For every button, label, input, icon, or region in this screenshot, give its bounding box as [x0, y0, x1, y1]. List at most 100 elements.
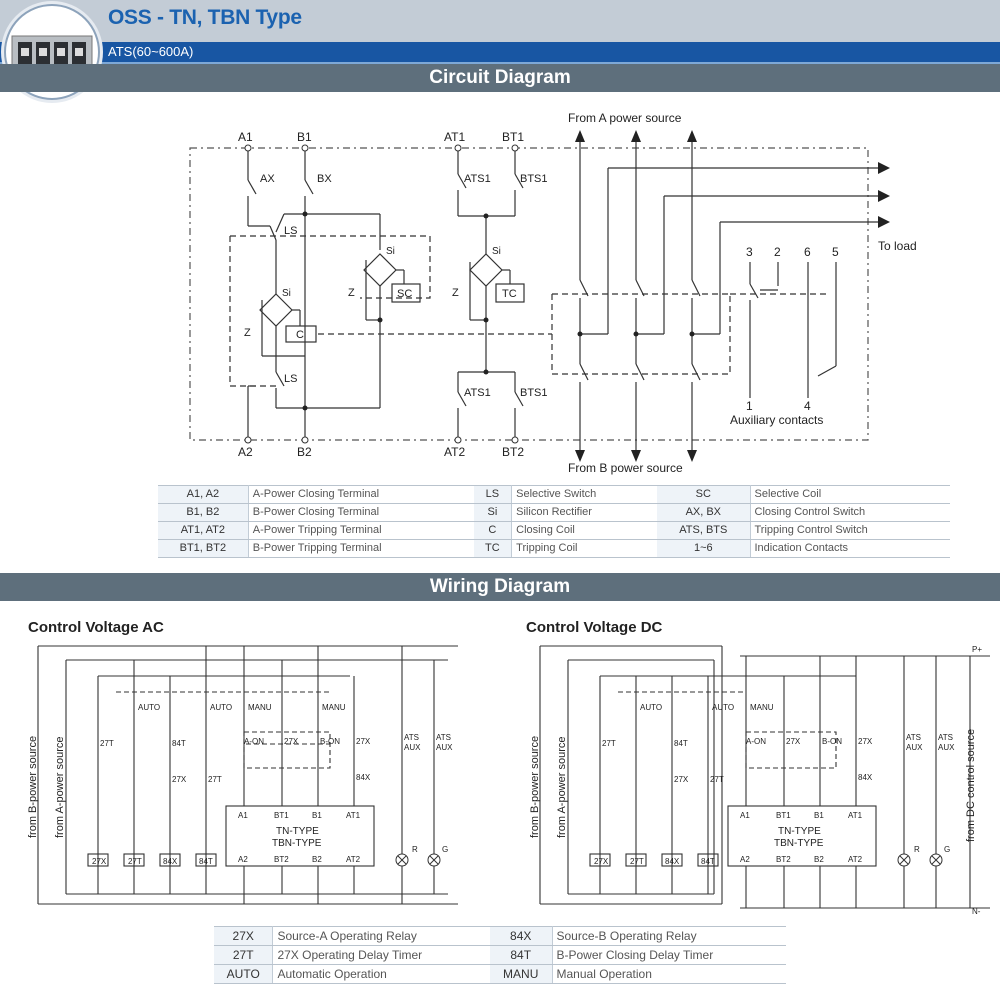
- ac-title: Control Voltage AC: [28, 619, 164, 636]
- switch-ats1-upper: ATS1: [464, 173, 491, 185]
- ac-lamp-r: R: [412, 845, 418, 854]
- dc-box-at1: AT1: [848, 811, 863, 820]
- legend-code: 84X: [489, 926, 553, 946]
- header-divider: [0, 62, 1000, 65]
- dc-n-minus: N-: [972, 907, 981, 916]
- dc-relay-84t: 84T: [701, 857, 715, 866]
- dc-84x: 84X: [858, 773, 873, 782]
- ac-ats-1: ATS: [404, 733, 419, 742]
- legend-description: Source-B Operating Relay: [552, 926, 786, 946]
- dc-relay-84x: 84X: [665, 857, 680, 866]
- dc-box-b2: B2: [814, 855, 824, 864]
- rectifier-si-sc: Si: [386, 246, 395, 257]
- ac-27x-contact: 27X: [172, 775, 187, 784]
- dc-manu: MANU: [750, 703, 774, 712]
- legend-description: Silicon Rectifier: [511, 503, 658, 522]
- dc-auto-1: AUTO: [640, 703, 662, 712]
- legend-code: ATS, BTS: [657, 521, 751, 540]
- ac-from-a: from A-power source: [54, 737, 66, 838]
- aux-6: 6: [804, 245, 811, 259]
- legend-description: Manual Operation: [552, 964, 786, 984]
- zener-left: Z: [244, 327, 251, 339]
- zener-sc: Z: [348, 287, 355, 299]
- switch-bts1-lower: BTS1: [520, 387, 548, 399]
- legend-description: Indication Contacts: [750, 539, 950, 558]
- from-b-label: From B power source: [568, 461, 683, 475]
- terminal-b2: B2: [297, 445, 312, 459]
- dc-aux-2: AUX: [938, 743, 955, 752]
- ac-tbn-type: TBN-TYPE: [272, 838, 322, 849]
- ac-box-bt2: BT2: [274, 855, 289, 864]
- terminal-bt1: BT1: [502, 130, 524, 144]
- legend-code: AT1, AT2: [158, 521, 249, 540]
- legend-code: TC: [473, 539, 513, 558]
- dc-relay-27x: 27X: [594, 857, 609, 866]
- dc-27x-a: 27X: [786, 737, 801, 746]
- contact-bx: BX: [317, 173, 332, 185]
- dc-box-at2: AT2: [848, 855, 863, 864]
- ac-27x-b: 27X: [356, 737, 371, 746]
- dc-aux-1: AUX: [906, 743, 923, 752]
- ac-relay-27x: 27X: [92, 857, 107, 866]
- dc-box-a1: A1: [740, 811, 750, 820]
- aux-4: 4: [804, 399, 811, 413]
- legend-code: AUTO: [214, 964, 274, 984]
- dc-box-a2: A2: [740, 855, 750, 864]
- legend-code: 27X: [214, 926, 274, 946]
- ac-manu-2: MANU: [322, 703, 346, 712]
- aux-1: 1: [746, 399, 753, 413]
- ac-box-at2: AT2: [346, 855, 361, 864]
- ac-lamp-g: G: [442, 845, 448, 854]
- switch-ats1-lower: ATS1: [464, 387, 491, 399]
- dc-p-plus: P+: [972, 645, 982, 654]
- dc-relay-27t: 27T: [630, 857, 644, 866]
- dc-ats-1: ATS: [906, 733, 921, 742]
- ac-box-b2: B2: [312, 855, 322, 864]
- legend-code: B1, B2: [158, 503, 249, 522]
- legend-code: A1, A2: [158, 485, 249, 504]
- legend-code: 84T: [489, 945, 553, 965]
- legend-code: MANU: [489, 964, 553, 984]
- ac-tn-type: TN-TYPE: [276, 826, 319, 837]
- legend-code: 1~6: [657, 539, 751, 558]
- legend-description: Tripping Coil: [511, 539, 658, 558]
- wiring-diagram-heading: Wiring Diagram: [0, 573, 1000, 601]
- dc-box-bt2: BT2: [776, 855, 791, 864]
- ac-auto-1: AUTO: [138, 703, 160, 712]
- page-subtitle: ATS(60~600A): [108, 44, 194, 59]
- contact-ax: AX: [260, 173, 275, 185]
- terminal-at2: AT2: [444, 445, 465, 459]
- wiring-diagrams: Control Voltage AC Control Voltage DC: [27, 619, 990, 916]
- ac-a-on: A-ON: [244, 737, 264, 746]
- ac-relay-84x: 84X: [163, 857, 178, 866]
- terminal-a2: A2: [238, 445, 253, 459]
- legend-description: A-Power Closing Terminal: [248, 485, 474, 504]
- dc-tn-type: TN-TYPE: [778, 826, 821, 837]
- legend-code: SC: [657, 485, 751, 504]
- legend-description: A-Power Tripping Terminal: [248, 521, 474, 540]
- ac-ats-2: ATS: [436, 733, 451, 742]
- header-top-band: [0, 0, 1000, 42]
- legend-code: AX, BX: [657, 503, 751, 522]
- legend-code: BT1, BT2: [158, 539, 249, 558]
- ac-box-a1: A1: [238, 811, 248, 820]
- legend-description: Automatic Operation: [272, 964, 490, 984]
- dc-auto-2: AUTO: [712, 703, 734, 712]
- legend-code: LS: [473, 485, 513, 504]
- to-load-label: To load: [878, 239, 917, 253]
- legend-description: Tripping Control Switch: [750, 521, 950, 540]
- terminal-bt2: BT2: [502, 445, 524, 459]
- aux-2: 2: [774, 245, 781, 259]
- header-subtitle-bar: [0, 42, 1000, 62]
- ac-27t-contact-2: 27T: [208, 775, 222, 784]
- rectifier-si-tc: Si: [492, 246, 501, 257]
- selective-coil: SC: [397, 288, 412, 300]
- tripping-coil: TC: [502, 288, 517, 300]
- circuit-diagram: A1 B1 AT1 BT1 A2 B2 AT2 BT2 From A power…: [189, 111, 917, 475]
